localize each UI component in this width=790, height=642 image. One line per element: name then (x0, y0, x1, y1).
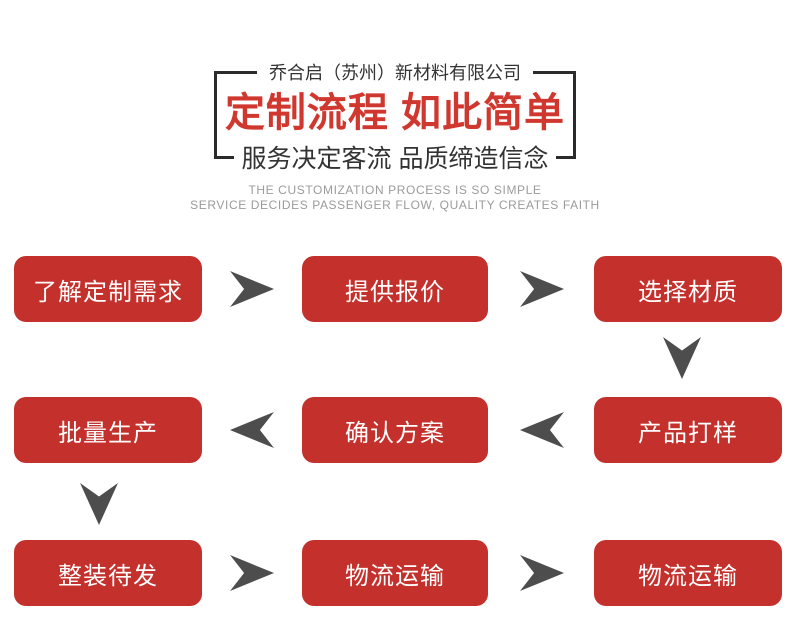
arrow-right-icon (230, 271, 274, 307)
header-bracket-frame: 乔合启（苏州）新材料有限公司 定制流程 如此简单 服务决定客流 品质缔造信念 (214, 60, 577, 174)
header: 乔合启（苏州）新材料有限公司 定制流程 如此简单 服务决定客流 品质缔造信念 T… (0, 60, 790, 213)
company-name-row: 乔合启（苏州）新材料有限公司 (214, 60, 576, 84)
flow-step-understand-needs: 了解定制需求 (14, 256, 202, 322)
divider-line (533, 70, 576, 74)
flow-step-confirm-plan: 确认方案 (302, 397, 488, 463)
flow-step-mass-production: 批量生产 (14, 397, 202, 463)
divider-line (214, 155, 234, 159)
flow-step-product-sampling: 产品打样 (594, 397, 782, 463)
divider-line (214, 70, 257, 74)
slogan-text: 服务决定客流 品质缔造信念 (241, 145, 549, 173)
subtitle-en-line2: SERVICE DECIDES PASSENGER FLOW, QUALITY … (190, 198, 600, 212)
page-title: 定制流程 如此简单 (224, 91, 566, 135)
bracket-right-bar (573, 70, 576, 159)
flow-step-provide-quote: 提供报价 (302, 256, 488, 322)
arrow-right-icon (520, 555, 564, 591)
arrow-down-icon (663, 337, 701, 379)
arrow-right-icon (230, 555, 274, 591)
flow-step-logistics-transport: 物流运输 (594, 540, 782, 606)
subtitle-en-line1: THE CUSTOMIZATION PROCESS IS SO SIMPLE (248, 183, 542, 197)
divider-line (556, 155, 577, 159)
arrow-down-icon (80, 483, 118, 525)
flow-step-logistics-transport: 物流运输 (302, 540, 488, 606)
slogan-row: 服务决定客流 品质缔造信念 (214, 140, 577, 174)
company-name: 乔合启（苏州）新材料有限公司 (269, 63, 521, 83)
arrow-right-icon (520, 271, 564, 307)
bracket-left-bar (214, 70, 217, 159)
arrow-left-icon (520, 412, 564, 448)
flow-step-select-material: 选择材质 (594, 256, 782, 322)
arrow-left-icon (230, 412, 274, 448)
flow-step-ready-to-ship: 整装待发 (14, 540, 202, 606)
